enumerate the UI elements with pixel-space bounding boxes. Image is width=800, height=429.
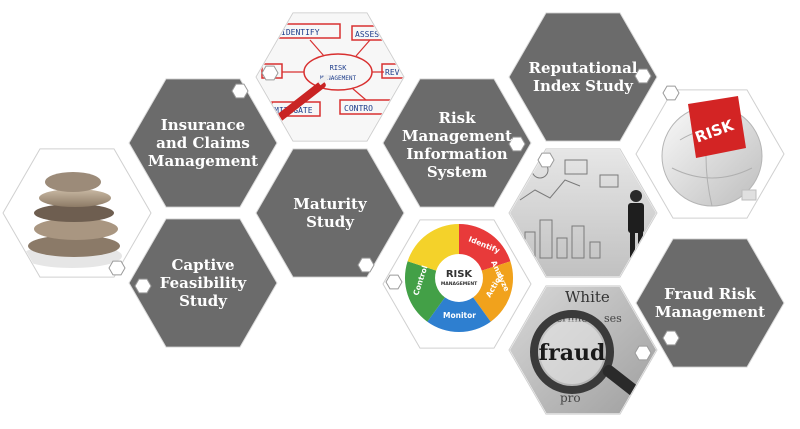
label-insurance-claims: Insurance and Claims Management xyxy=(147,116,259,170)
board-word-review: REV xyxy=(385,68,400,77)
bullet-hex-insurance xyxy=(231,83,249,99)
label-maturity-study: Maturity Study xyxy=(293,195,367,231)
paper-word-pro: pro xyxy=(560,391,581,405)
bullet-hex-fraud xyxy=(662,330,680,346)
whiteboard-image-hex: IDENTIFY ASSES RISK MANAGEMENT R REV MIT… xyxy=(255,12,405,142)
board-word-management: MANAGEMENT xyxy=(320,75,357,82)
city-sketch-image-hex xyxy=(508,148,658,278)
risk-puzzle-sphere-image: RISK xyxy=(661,96,763,207)
bullet-hex-captive xyxy=(134,278,152,294)
bullet-hex-puzzle xyxy=(662,85,680,101)
stacked-stones-image xyxy=(22,172,122,268)
bullet-hex-maturity xyxy=(357,257,375,273)
bullet-hex-newspaper xyxy=(634,345,652,361)
bullet-hex-rmis xyxy=(508,136,526,152)
bullet-hex-city xyxy=(537,152,555,168)
bullet-hex-stones xyxy=(108,260,126,276)
hex-maturity-study[interactable] xyxy=(255,148,405,278)
board-word-risk: RISK xyxy=(330,64,348,72)
board-word-control: CONTRO xyxy=(344,104,373,113)
fraud-newspaper-image-hex: White crime ses pro fraud xyxy=(508,285,658,415)
bullet-hex-wheel xyxy=(385,274,403,290)
puzzle-sphere-image-hex: RISK xyxy=(635,89,785,219)
label-reputational-index: Reputational Index Study xyxy=(528,59,638,95)
wheel-center-management: MANAGEMENT xyxy=(441,281,478,287)
hex-captive-feasibility[interactable] xyxy=(128,218,278,348)
hex-reputational-index[interactable] xyxy=(508,12,658,142)
paper-word-white: White xyxy=(565,288,610,306)
board-word-identify: IDENTIFY xyxy=(281,28,320,37)
hex-insurance-claims[interactable] xyxy=(128,78,278,208)
risk-whiteboard-image: IDENTIFY ASSES RISK MANAGEMENT R REV MIT… xyxy=(257,13,403,141)
bullet-hex-reputational xyxy=(634,68,652,84)
paper-word-ses: ses xyxy=(604,312,622,325)
risk-wheel-image-hex: RISK MANAGEMENT Identify Analyze Action … xyxy=(382,219,532,349)
bullet-hex-whiteboard xyxy=(261,65,279,81)
stones-image-hex xyxy=(2,148,152,278)
wheel-center-risk: RISK xyxy=(446,269,474,280)
wheel-segment-monitor: Monitor xyxy=(443,311,476,320)
magnified-fraud-word: fraud xyxy=(539,340,606,366)
label-rmis: Risk Management Information System xyxy=(401,109,513,181)
label-fraud-risk: Fraud Risk Management xyxy=(654,285,766,321)
red-marker xyxy=(268,73,330,128)
hex-rmis[interactable] xyxy=(382,78,532,208)
label-captive-feasibility: Captive Feasibility Study xyxy=(159,256,247,310)
board-word-assess: ASSES xyxy=(355,30,379,39)
risk-management-wheel: RISK MANAGEMENT Identify Analyze Action … xyxy=(404,223,514,332)
